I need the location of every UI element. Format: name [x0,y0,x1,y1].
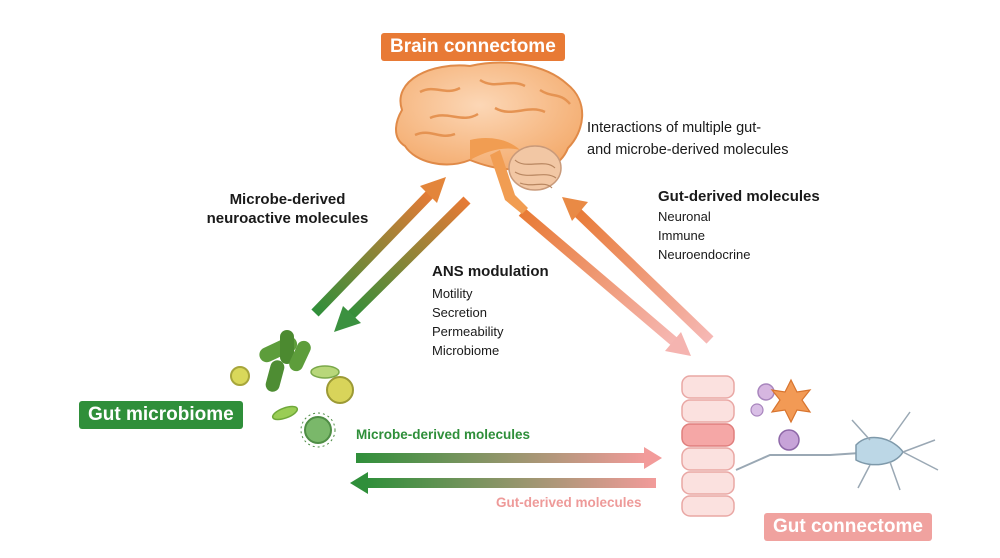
brain-icon [395,61,584,214]
interactions-label: Interactions of multiple gut- and microb… [587,117,847,161]
gut-microbiome-badge: Gut microbiome [79,401,243,429]
neuron-icon [735,411,939,491]
gut-derived-molecules-title: Gut-derived molecules [658,188,820,205]
interactions-line-1: Interactions of multiple gut- [587,120,762,136]
list-item: Permeability [432,324,504,339]
gut-derived-molecules-list: Neuronal Immune Neuroendocrine [658,207,751,264]
interactions-line-2: and microbe-derived molecules [587,142,789,158]
bacteria-cluster-icon [230,330,354,448]
gut-derived-molecules-label: Gut-derived molecules [496,495,642,510]
brain-to-gut-arrow [334,196,471,332]
gut-to-microbe-arrow [350,472,656,494]
list-item: Microbiome [432,343,500,358]
ans-modulation-title: ANS modulation [432,263,549,280]
immune-cell-icon [750,378,812,451]
epithelium-cells-icon [681,375,735,517]
ans-modulation-list: Motility Secretion Permeability Microbio… [432,284,504,360]
list-item: Motility [432,286,473,301]
list-item: Neuroendocrine [658,247,751,262]
microbe-neuroactive-label: Microbe-derived neuroactive molecules [200,190,375,228]
microbe-neuroactive-line-1: Microbe-derived [229,191,346,208]
microbe-derived-molecules-label: Microbe-derived molecules [356,427,531,442]
microbe-to-brain-arrow [311,177,446,317]
gutconnectome-to-brain-arrow [562,197,714,344]
list-item: Immune [658,228,705,243]
brain-connectome-badge: Brain connectome [381,33,565,61]
list-item: Neuronal [658,209,711,224]
microbe-neuroactive-line-2: neuroactive molecules [206,210,369,227]
brain-to-gutconnectome-arrow [518,208,691,356]
list-item: Secretion [432,305,487,320]
microbe-to-gut-arrow [356,447,662,469]
gut-connectome-badge: Gut connectome [764,513,932,541]
